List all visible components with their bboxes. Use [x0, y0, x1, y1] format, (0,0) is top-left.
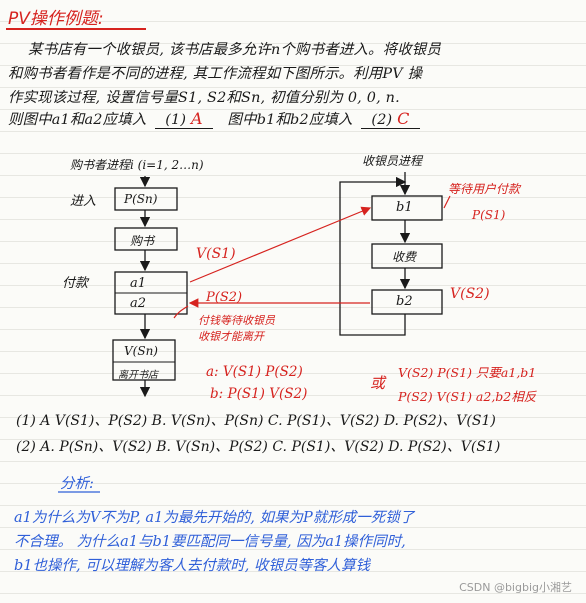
- analysis-line-2: 不合理。 为什么a1与b1要匹配同一信号量, 因为a1操作同时,: [14, 534, 406, 550]
- blank-1: (1) A: [155, 109, 213, 129]
- enter-label: 进入: [70, 194, 97, 209]
- analysis-line-1: a1为什么为V不为P, a1为最先开始的, 如果为P就形成一死锁了: [14, 510, 415, 526]
- box-vsn-label: V(Sn): [124, 344, 158, 358]
- blank-2: (2) C: [361, 109, 420, 129]
- box-b2-label: b2: [396, 294, 413, 309]
- title-underline: [6, 28, 146, 30]
- options-row-1: (1) A V(S1)、P(S2) B. V(Sn)、P(Sn) C. P(S1…: [16, 413, 496, 429]
- box-buy-label: 购书: [130, 234, 155, 248]
- wait-note-1: 等待用户付款: [448, 182, 521, 196]
- pay-label: 付款: [62, 276, 89, 291]
- b-row-alt-note: P(S2) V(S1) a2,b2相反: [398, 389, 537, 404]
- box-buy: [114, 227, 178, 251]
- analysis-heading: 分析:: [60, 476, 94, 492]
- box-a2-label: a2: [130, 296, 147, 311]
- box-psn-label: P(Sn): [124, 192, 158, 206]
- buyer-process-title: 购书者进程i (i=1, 2…n): [70, 158, 204, 172]
- box-vsn-leave: [112, 339, 176, 381]
- vs2-note: V(S2): [450, 286, 490, 302]
- vs1-note: V(S1): [196, 246, 236, 262]
- after-pay-note-1: 付钱等待收银员: [198, 314, 275, 327]
- box-collect: [371, 243, 443, 269]
- box-psn: [114, 187, 178, 211]
- question-a-text: 则图中a1和a2应填入: [8, 112, 147, 128]
- question-b-text: 图中b1和b2应填入: [227, 112, 353, 128]
- page-title: PV操作例题:: [8, 9, 104, 29]
- blank-2-label: (2): [371, 112, 393, 128]
- box-b1: [371, 195, 443, 221]
- ps2-note: P(S2): [206, 290, 243, 305]
- analysis-line-3: b1也操作, 可以理解为客人去付款时, 收银员等客人算钱: [14, 558, 370, 574]
- box-b1-label: b1: [396, 200, 413, 215]
- box-collect-label: 收费: [392, 250, 417, 264]
- answer-2: C: [397, 109, 410, 128]
- options-row-2: (2) A. P(Sn)、V(S2) B. V(Sn)、P(S2) C. P(S…: [16, 439, 501, 455]
- wait-note-2: P(S1): [472, 208, 506, 222]
- box-a1-label: a1: [130, 276, 147, 291]
- after-pay-note-2: 收银才能离开: [198, 330, 264, 343]
- question-line-3: 作实现该过程, 设置信号量S1, S2和Sn, 初值分别为 0, 0, n.: [8, 90, 400, 106]
- answer-1: A: [190, 109, 203, 128]
- a-row-alt-note: V(S2) P(S1) 只要a1,b1: [398, 365, 537, 380]
- box-b2: [371, 289, 443, 315]
- watermark: CSDN @bigbig小湘艺: [459, 581, 572, 594]
- blank-1-label: (1): [165, 112, 187, 128]
- question-line-2: 和购书者看作是不同的进程, 其工作流程如下图所示。利用PV 操: [8, 66, 423, 82]
- question-line-4: 则图中a1和a2应填入 (1) A 图中b1和b2应填入 (2) C: [8, 108, 420, 129]
- question-line-1: 某书店有一个收银员, 该书店最多允许n个购书者进入。将收银员: [28, 42, 441, 58]
- box-leave-label: 离开书店: [118, 370, 158, 381]
- b-row-note: b: P(S1) V(S2): [210, 386, 308, 402]
- cashier-process-title: 收银员进程: [362, 154, 423, 168]
- a-row-note: a: V(S1) P(S2): [206, 364, 303, 380]
- or-note: 或: [370, 374, 386, 392]
